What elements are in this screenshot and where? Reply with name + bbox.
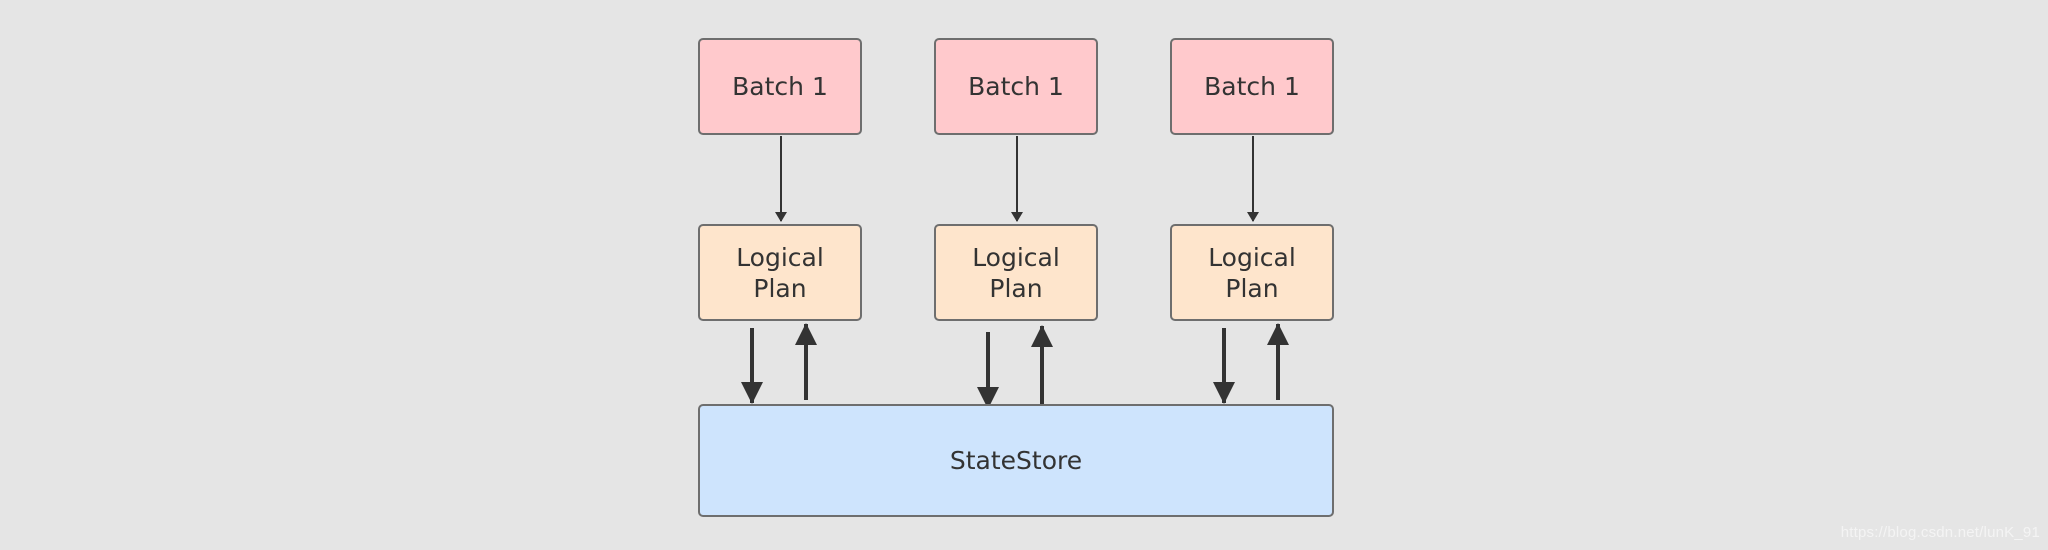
- state-store-label: StateStore: [949, 446, 1083, 475]
- logical-plan-node-2: Logical Plan: [934, 224, 1098, 321]
- batch-node-2: Batch 1: [934, 38, 1098, 135]
- logical-plan-label: Logical Plan: [1208, 242, 1296, 303]
- state-store-node: StateStore: [698, 404, 1334, 517]
- batch-node-label: Batch 1: [1204, 72, 1300, 101]
- batch-node-1: Batch 1: [698, 38, 862, 135]
- batch-node-label: Batch 1: [968, 72, 1064, 101]
- logical-plan-node-1: Logical Plan: [698, 224, 862, 321]
- logical-plan-label: Logical Plan: [736, 242, 824, 303]
- batch-node-label: Batch 1: [732, 72, 828, 101]
- logical-plan-label: Logical Plan: [972, 242, 1060, 303]
- batch-node-3: Batch 1: [1170, 38, 1334, 135]
- watermark: https://blog.csdn.net/lunK_91: [1840, 524, 2040, 541]
- logical-plan-node-3: Logical Plan: [1170, 224, 1334, 321]
